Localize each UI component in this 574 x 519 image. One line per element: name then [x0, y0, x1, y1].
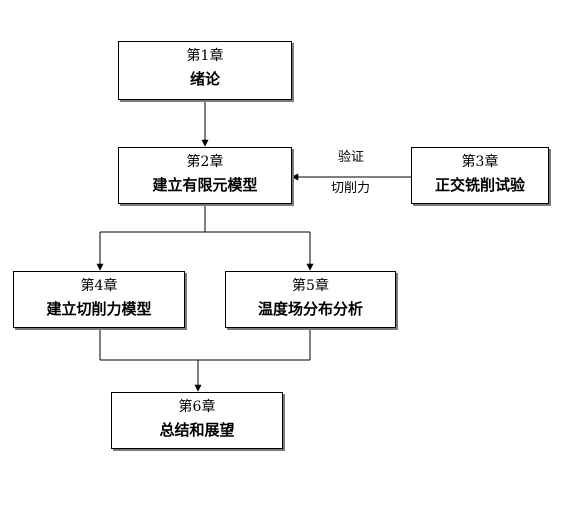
node-ch1: 第1章 绪论	[118, 41, 292, 100]
node-ch1-number: 第1章	[186, 48, 224, 64]
node-ch2-number: 第2章	[186, 154, 224, 170]
node-ch3-number: 第3章	[461, 154, 499, 170]
node-ch2: 第2章 建立有限元模型	[118, 147, 292, 204]
node-ch4-number: 第4章	[80, 278, 118, 294]
edge-label-cutting-force: 切削力	[331, 181, 371, 196]
node-ch3-title: 正交铣削试验	[434, 176, 525, 194]
node-ch5-number: 第5章	[292, 278, 329, 294]
node-ch4: 第4章 建立切削力模型	[13, 271, 185, 328]
node-ch6-title: 总结和展望	[159, 421, 235, 439]
node-ch5-title: 温度场分布分析	[257, 300, 363, 318]
node-ch5: 第5章 温度场分布分析	[225, 271, 396, 328]
node-ch4-title: 建立切削力模型	[46, 300, 152, 318]
node-ch1-title: 绪论	[189, 70, 220, 88]
node-ch6-number: 第6章	[178, 399, 216, 415]
edge-label-verify: 验证	[338, 150, 365, 165]
node-ch3: 第3章 正交铣削试验	[411, 147, 549, 204]
node-ch2-title: 建立有限元模型	[152, 176, 258, 194]
node-ch6: 第6章 总结和展望	[111, 392, 283, 449]
